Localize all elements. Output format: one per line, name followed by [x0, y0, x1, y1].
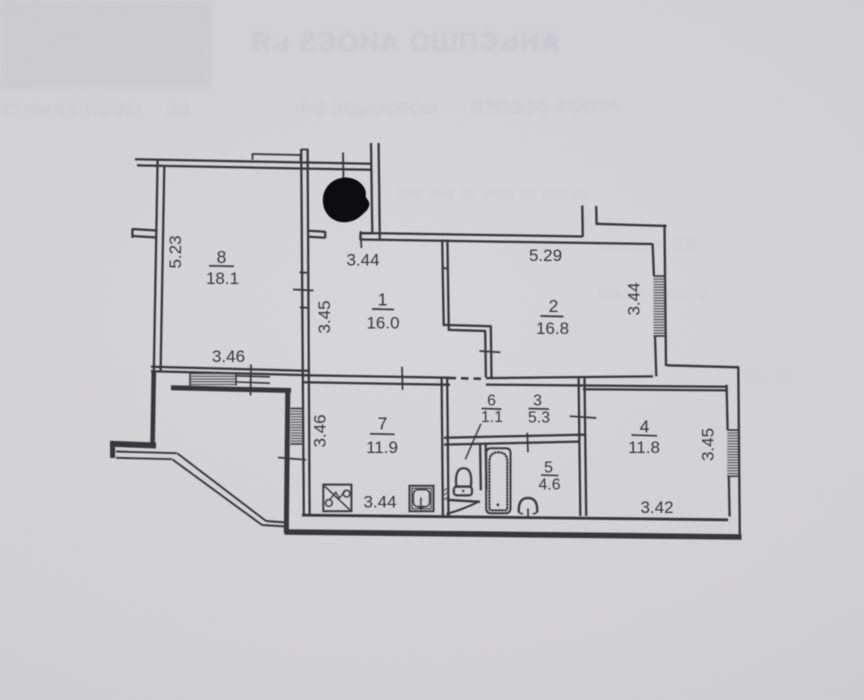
svg-text:3.46: 3.46 — [212, 347, 245, 366]
svg-text:5.23: 5.23 — [166, 235, 185, 268]
svg-text:4: 4 — [640, 417, 650, 437]
svg-text:3: 3 — [533, 393, 542, 410]
svg-text:5: 5 — [544, 460, 553, 477]
svg-text:3.44: 3.44 — [363, 493, 396, 512]
svg-text:6: 6 — [487, 393, 496, 410]
svg-text:7: 7 — [378, 414, 388, 434]
svg-text:18.1: 18.1 — [206, 269, 239, 288]
svg-text:5.3: 5.3 — [528, 410, 550, 427]
svg-text:3.45: 3.45 — [699, 428, 718, 461]
svg-text:16.8: 16.8 — [536, 319, 569, 338]
svg-text:16.0: 16.0 — [366, 314, 399, 333]
svg-text:1: 1 — [378, 290, 388, 310]
svg-text:11.9: 11.9 — [366, 438, 398, 457]
svg-text:3.46: 3.46 — [311, 414, 330, 447]
svg-text:8: 8 — [217, 247, 227, 267]
svg-text:3.44: 3.44 — [346, 251, 379, 270]
svg-text:4.6: 4.6 — [539, 477, 561, 494]
svg-text:11.8: 11.8 — [628, 438, 660, 457]
svg-text:3.45: 3.45 — [315, 300, 334, 333]
svg-text:5.29: 5.29 — [529, 246, 562, 265]
svg-text:3.42: 3.42 — [640, 498, 673, 517]
svg-text:3.44: 3.44 — [625, 282, 644, 315]
svg-text:1.1: 1.1 — [481, 409, 503, 426]
svg-text:2: 2 — [549, 296, 559, 316]
